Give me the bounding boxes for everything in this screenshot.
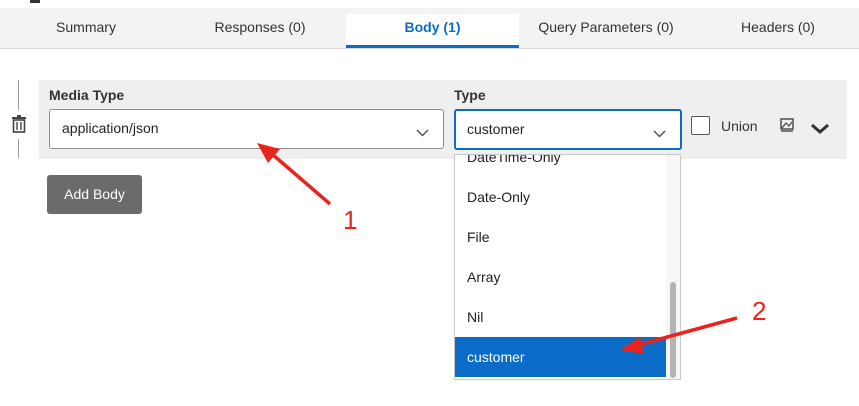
union-checkbox[interactable]	[691, 116, 710, 135]
type-value: customer	[467, 121, 525, 137]
chevron-down-icon	[653, 125, 666, 141]
annotation-number-1: 1	[343, 205, 358, 235]
top-edge-mark	[30, 0, 40, 3]
expand-chevron-icon[interactable]	[810, 122, 830, 140]
option-date-only[interactable]: Date-Only	[467, 189, 531, 205]
annotation-number-2: 2	[752, 296, 767, 326]
annotation-arrow-1	[270, 152, 332, 206]
tab-body[interactable]: Body (1)	[346, 14, 519, 48]
top-strip	[0, 0, 859, 8]
media-type-select[interactable]: application/json	[49, 109, 444, 149]
add-body-button[interactable]: Add Body	[47, 175, 142, 214]
row-divider-bottom	[18, 139, 19, 158]
union-label: Union	[721, 118, 758, 134]
type-label: Type	[454, 87, 486, 103]
option-datetime-only[interactable]: DateTime-Only	[467, 154, 561, 165]
tab-responses[interactable]: Responses (0)	[214, 19, 306, 35]
type-select[interactable]: customer	[454, 109, 682, 150]
chevron-down-icon	[416, 124, 429, 140]
media-type-value: application/json	[62, 120, 159, 136]
tab-headers[interactable]: Headers (0)	[741, 19, 815, 35]
annotation-arrowhead-1	[257, 143, 280, 163]
image-icon[interactable]	[780, 118, 794, 137]
trash-icon[interactable]	[11, 115, 27, 133]
scrollbar-thumb[interactable]	[670, 282, 676, 378]
annotation-arrow-2	[637, 316, 738, 347]
dropdown-scrollbar[interactable]	[666, 155, 680, 379]
option-file[interactable]: File	[467, 229, 490, 245]
annotation-arrowhead-2	[620, 337, 644, 354]
tab-bar: Summary Responses (0) Body (1) Query Par…	[0, 8, 859, 49]
tab-summary[interactable]: Summary	[56, 19, 116, 35]
option-array[interactable]: Array	[467, 269, 501, 285]
tab-query-parameters[interactable]: Query Parameters (0)	[538, 19, 674, 35]
option-nil[interactable]: Nil	[467, 309, 484, 325]
media-type-label: Media Type	[49, 87, 125, 103]
row-divider-top	[18, 80, 19, 110]
